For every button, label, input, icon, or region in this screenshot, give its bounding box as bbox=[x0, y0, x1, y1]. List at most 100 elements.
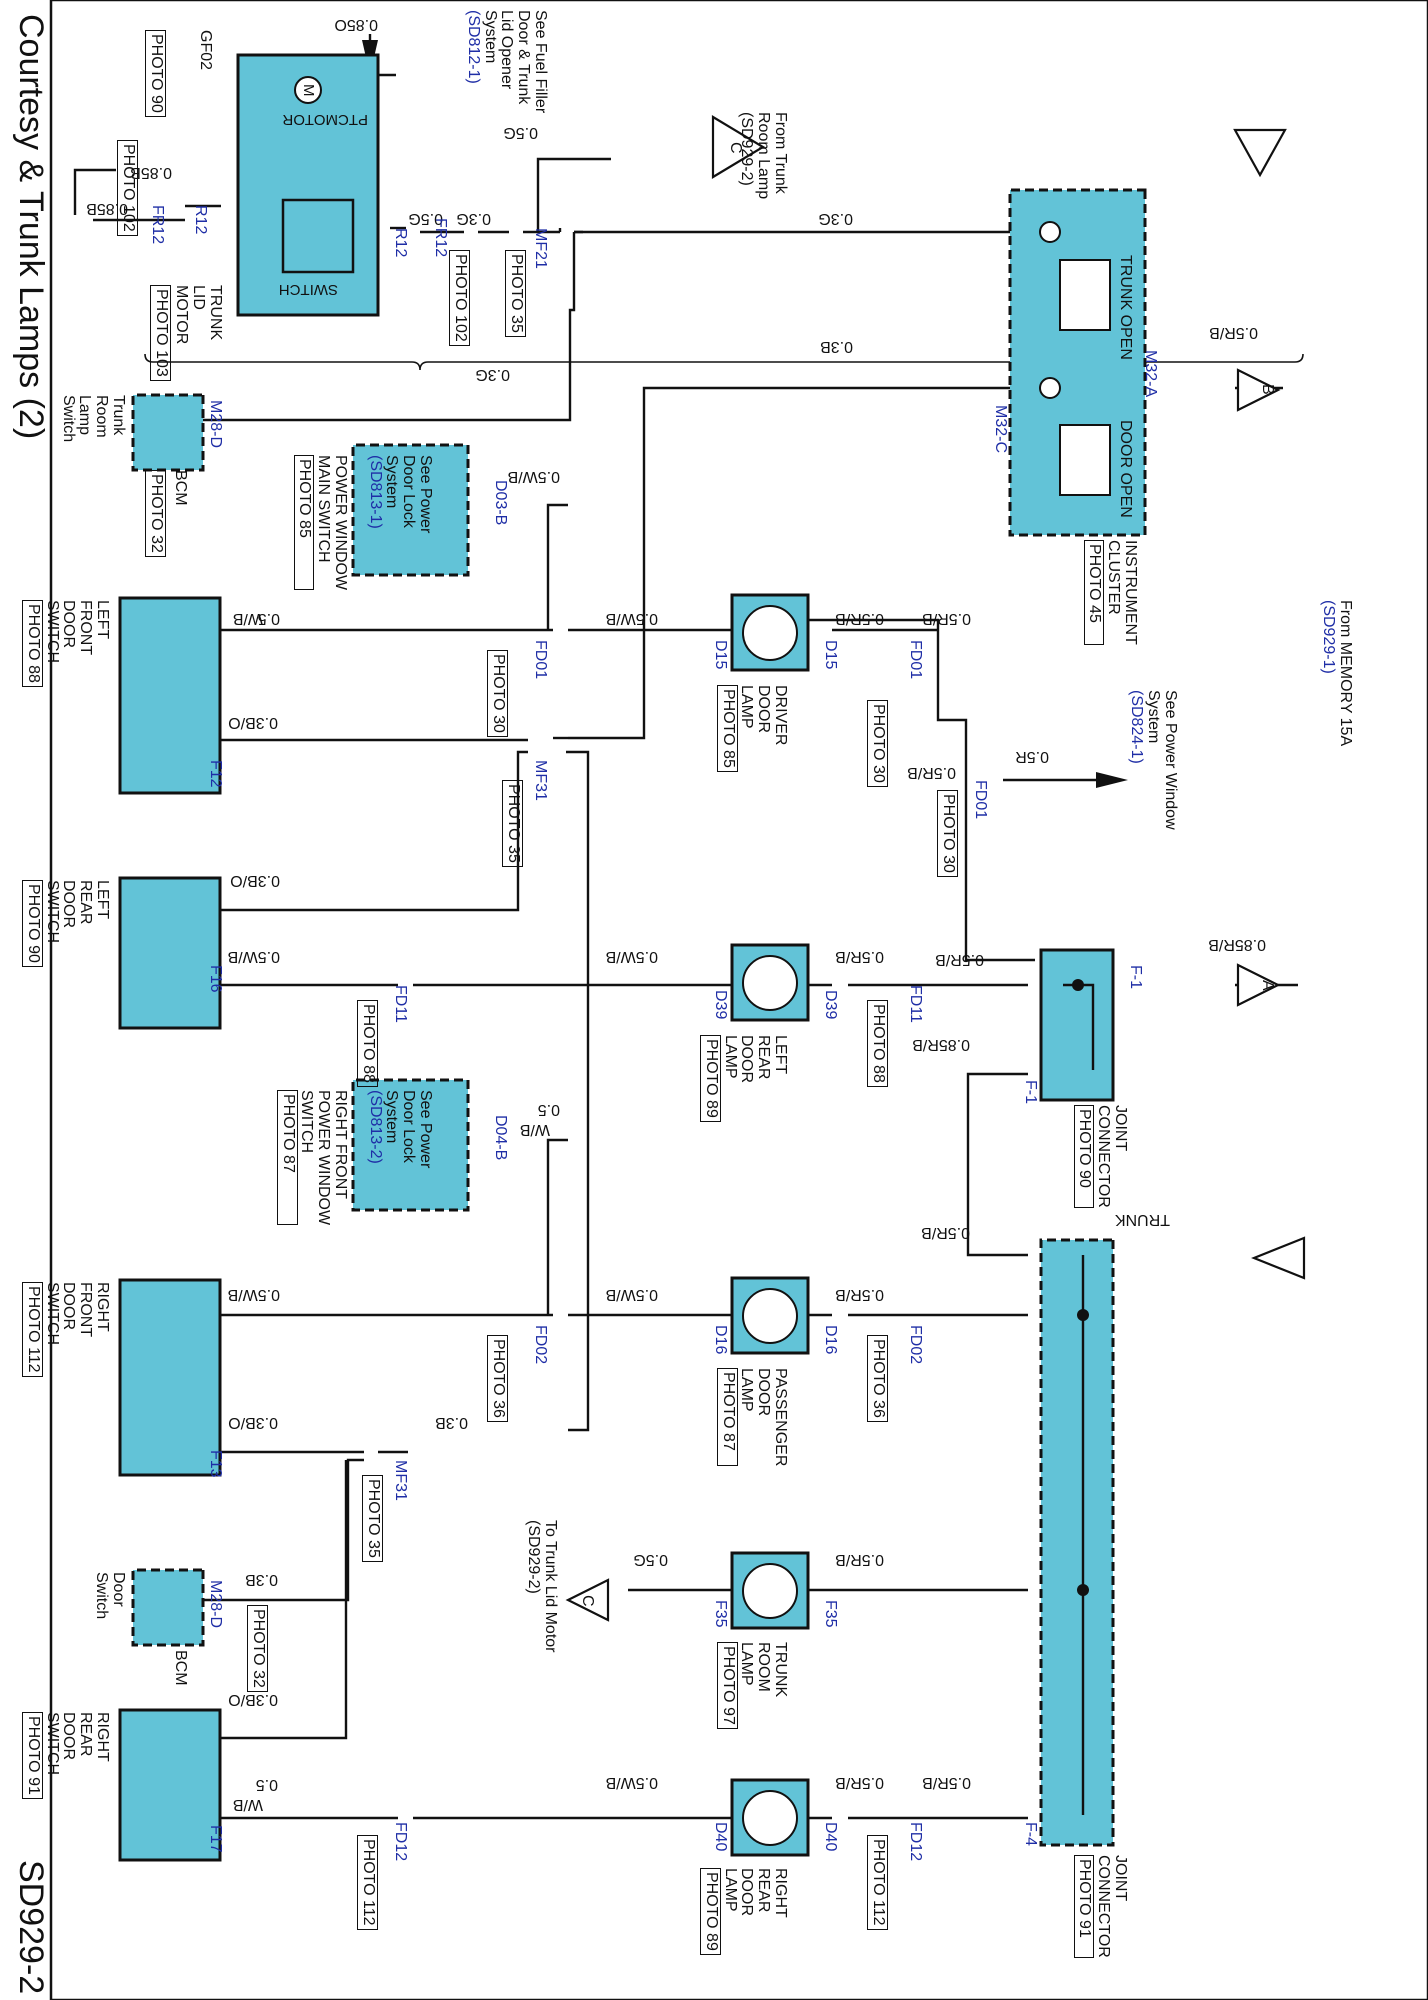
photo-label: PHOTO 35 bbox=[502, 780, 523, 867]
connector-label: FR12 bbox=[432, 218, 449, 258]
connector-label: M32-C bbox=[992, 405, 1009, 454]
lamp-bulb-icon bbox=[742, 1288, 798, 1344]
connector-label: MF21 bbox=[532, 228, 549, 269]
wire-label: W/B bbox=[233, 610, 263, 627]
wire-label: 0.3B/O bbox=[230, 872, 280, 889]
lamps bbox=[730, 593, 810, 1857]
lamp-bulb-icon bbox=[742, 955, 798, 1011]
joint-connector-1 bbox=[1039, 948, 1115, 1102]
connector-label: F35 bbox=[712, 1600, 729, 1628]
ptc-label: PTC bbox=[338, 111, 368, 128]
wire-label: 0.5R bbox=[1015, 748, 1049, 765]
connector-label: M32-A bbox=[1142, 350, 1159, 398]
connector-label: FD01 bbox=[907, 640, 924, 680]
triangle-c-from bbox=[711, 115, 766, 179]
photo-label: PHOTO 112 bbox=[867, 1835, 888, 1930]
led-icon bbox=[1039, 221, 1061, 243]
right-rear-door-switch bbox=[118, 1708, 222, 1862]
connector-label: FD11 bbox=[907, 985, 924, 1023]
wire-label: 0.3B bbox=[820, 338, 853, 355]
left-rear-door-switch bbox=[118, 876, 222, 1030]
arrow-head bbox=[1096, 772, 1128, 788]
motor-m: M bbox=[300, 84, 317, 97]
connector-label: F13 bbox=[207, 1450, 224, 1478]
connector-label: F-1 bbox=[1022, 1080, 1039, 1104]
connector-label: M28-D bbox=[207, 1580, 224, 1629]
photo-label: PHOTO 35 bbox=[505, 250, 526, 337]
connector-label: D15 bbox=[822, 640, 839, 670]
power-window-main-switch bbox=[351, 443, 470, 577]
door-open-icon bbox=[1059, 424, 1111, 496]
wire-label: 0.5R/B bbox=[835, 610, 884, 627]
connector-label: D39 bbox=[712, 990, 729, 1020]
triangle-label: B bbox=[1259, 384, 1276, 395]
trunk-open-label: TRUNK OPEN bbox=[1117, 255, 1134, 360]
wire-label: 0.5 bbox=[256, 1776, 278, 1793]
connector-label: F12 bbox=[207, 760, 224, 788]
connector-label: D16 bbox=[822, 1325, 839, 1355]
joint-connector-2 bbox=[1039, 1238, 1115, 1847]
diagram-code: SD929-2 bbox=[12, 1860, 50, 1994]
photo-label: PHOTO 88 bbox=[357, 1000, 378, 1087]
wire-label: 0.5W/B bbox=[228, 948, 280, 965]
lamp-bulb-icon bbox=[742, 605, 798, 661]
wire-label: 0.5G bbox=[633, 1551, 668, 1568]
connector-label: D39 bbox=[822, 990, 839, 1020]
connector-label: D03-B bbox=[492, 480, 509, 526]
connector-label: F-1 bbox=[1127, 965, 1144, 989]
wire-label: 0.5R/B bbox=[921, 1224, 970, 1241]
wire-label: 0.5R/B bbox=[1209, 324, 1258, 341]
wire-label: 0.5W/B bbox=[606, 610, 658, 627]
wire-label: 0.5G bbox=[503, 124, 538, 141]
wire-label: 0.5 bbox=[258, 610, 280, 627]
lamp-bulb-icon bbox=[742, 1563, 798, 1619]
wire-label: W/B bbox=[233, 1796, 263, 1813]
wire-label: 0.5R/B bbox=[922, 1774, 971, 1791]
wire-label: 0.5R/B bbox=[935, 951, 984, 968]
wires: 0.85B 0.85B 0.85O 0.5G 0.3G 0.5G 0.3G 0.… bbox=[73, 16, 1304, 1820]
trunk-lid-motor: M MOTOR PTC SWITCH TRUNK bbox=[236, 53, 1170, 1228]
wire-label: 0.5R/B bbox=[907, 764, 956, 781]
connector-label: R12 bbox=[192, 205, 209, 235]
splice-dot bbox=[1072, 979, 1084, 991]
connector-label: F16 bbox=[207, 965, 224, 993]
photo-label: PHOTO 36 bbox=[487, 1335, 508, 1422]
wire-label: 0.5 bbox=[538, 1101, 560, 1118]
connector-label: FD01 bbox=[972, 780, 989, 820]
connector-label: FD01 bbox=[532, 640, 549, 680]
wire-label: 0.3B bbox=[435, 1414, 468, 1431]
trunk-open-icon bbox=[1059, 259, 1111, 331]
connector-label: MF31 bbox=[532, 760, 549, 801]
wire-label: 0.85B bbox=[130, 164, 172, 181]
photo-label: PHOTO 36 bbox=[867, 1335, 888, 1422]
diagram-title: Courtesy & Trunk Lamps (2) bbox=[12, 14, 50, 439]
connector-label: MF31 bbox=[392, 1460, 409, 1501]
wire-label: 0.5R/B bbox=[835, 948, 884, 965]
switch-box bbox=[281, 198, 355, 274]
trunk-motor-name: TRUNK bbox=[1115, 1211, 1170, 1228]
door-switches bbox=[118, 393, 470, 1862]
photo-label: PHOTO 102 bbox=[117, 140, 138, 236]
motor-icon bbox=[294, 76, 322, 104]
connector-label: F35 bbox=[822, 1600, 839, 1628]
switch-label: SWITCH bbox=[279, 281, 338, 298]
photo-label: PHOTO 102 bbox=[449, 250, 470, 346]
photo-label: PHOTO 30 bbox=[867, 700, 888, 787]
to-trunk-lid-ref: To Trunk Lid Motor(SD929-2) bbox=[525, 1520, 559, 1653]
photo-label: PHOTO 35 bbox=[362, 1475, 383, 1562]
